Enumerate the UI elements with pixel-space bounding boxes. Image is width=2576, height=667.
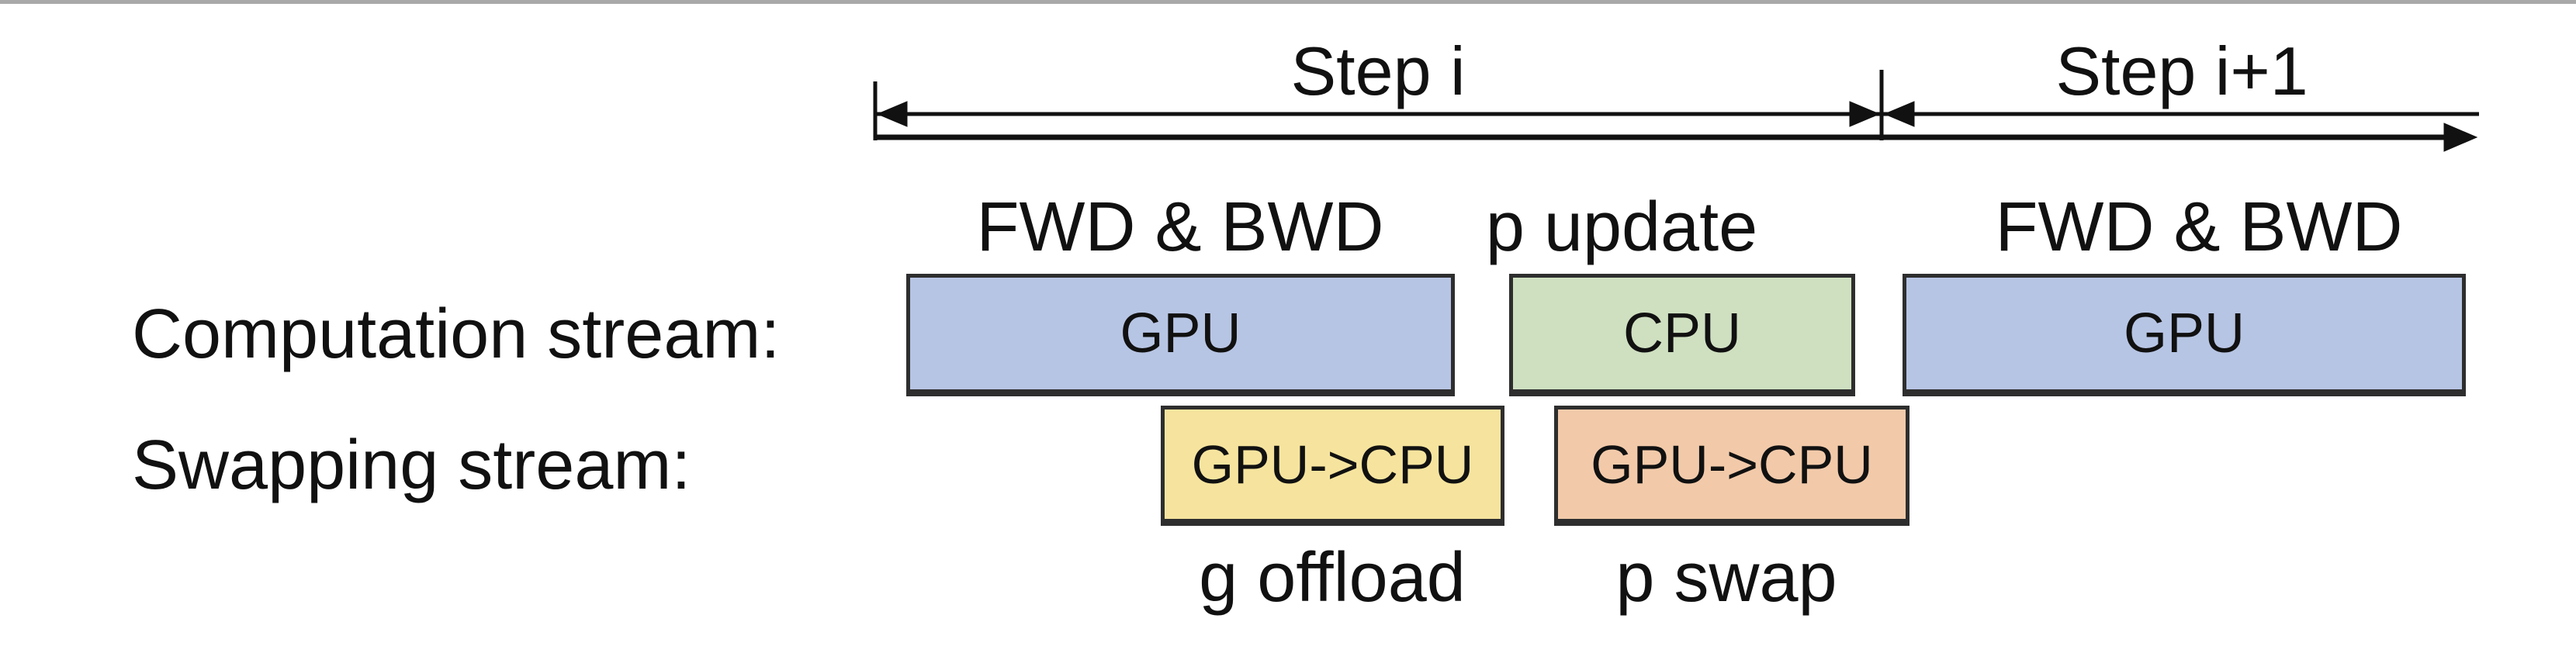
computation-stream-label: Computation stream:	[132, 295, 781, 373]
gpu-box-step-i1-text: GPU	[2123, 302, 2245, 365]
cpu-box-p-update: CPU	[1509, 274, 1855, 396]
fwd-bwd-label-step-i: FWD & BWD	[976, 188, 1384, 266]
gradient-offload-box-text: GPU->CPU	[1191, 434, 1474, 495]
swapping-stream-label: Swapping stream:	[132, 427, 691, 504]
fwd-bwd-label-step-i1: FWD & BWD	[1995, 188, 2403, 266]
param-swap-box-text: GPU->CPU	[1591, 434, 1873, 495]
g-offload-label: g offload	[1199, 539, 1466, 617]
param-swap-box: GPU->CPU	[1554, 406, 1909, 526]
cpu-box-p-update-text: CPU	[1622, 302, 1741, 365]
arrowhead-left-step-i1-icon	[1883, 101, 1915, 127]
gpu-box-step-i-text: GPU	[1120, 302, 1241, 365]
arrowhead-right-step-i-icon	[1849, 101, 1881, 127]
p-update-label: p update	[1485, 188, 1758, 266]
p-swap-label: p swap	[1615, 539, 1837, 617]
arrowhead-time-axis-icon	[2443, 123, 2478, 152]
top-divider-line	[0, 0, 2576, 4]
step-i-plus-1-label: Step i+1	[2055, 33, 2308, 109]
gpu-box-step-i1: GPU	[1903, 274, 2466, 396]
arrowhead-left-step-i-icon	[876, 101, 908, 127]
step-i-label: Step i	[1290, 33, 1466, 109]
gpu-box-step-i: GPU	[906, 274, 1455, 396]
gradient-offload-box: GPU->CPU	[1161, 406, 1504, 526]
